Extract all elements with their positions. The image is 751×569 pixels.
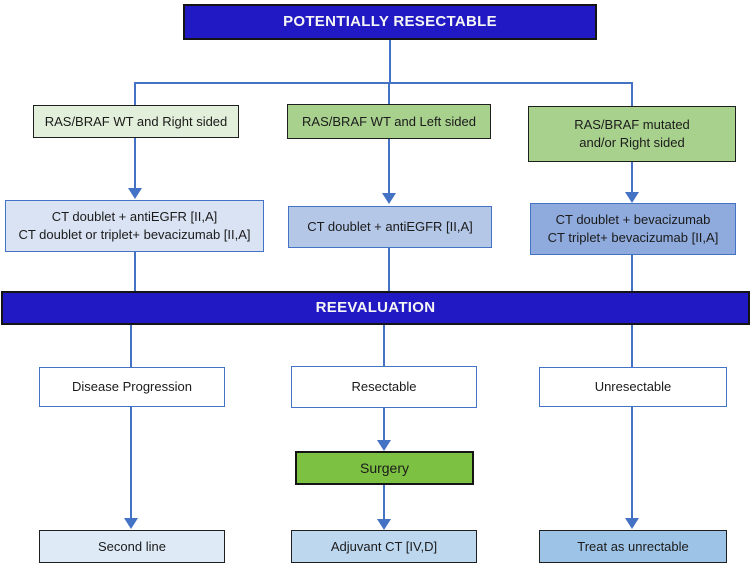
arrow-down-icon	[377, 519, 391, 530]
arrow-down-icon	[625, 518, 639, 529]
treatment-middle-line1: CT doublet + antiEGFR [II,A]	[307, 219, 473, 235]
outcome-box-right: Unresectable	[539, 367, 727, 407]
arrow-down-icon	[124, 518, 138, 529]
condition-box-middle: RAS/BRAF WT and Left sided	[287, 104, 491, 139]
treatment-left-line1: CT doublet + antiEGFR [II,A]	[51, 209, 218, 225]
connector-resectable-to-surgery	[383, 408, 385, 440]
connector-unresectable-to-treat	[631, 407, 633, 518]
arrow-down-icon	[377, 440, 391, 451]
connector-header-drop	[389, 40, 391, 82]
connector-left-drop	[134, 82, 136, 105]
connector-right-to-treatment	[631, 162, 633, 193]
final-middle-label: Adjuvant CT [IV,D]	[330, 538, 438, 554]
treatment-right-line2: CT triplet+ bevacizumab [II,A]	[547, 230, 719, 245]
reevaluation-label: REEVALUATION	[315, 298, 436, 316]
arrow-down-icon	[382, 193, 396, 204]
treatment-box-left: CT doublet + antiEGFR [II,A] CT doublet …	[5, 200, 264, 252]
condition-right-label-line2: and/or Right sided	[579, 135, 685, 150]
condition-box-left: RAS/BRAF WT and Right sided	[33, 105, 239, 138]
connector-left-to-treatment	[134, 138, 136, 189]
condition-box-right: RAS/BRAF mutated and/or Right sided	[528, 106, 736, 162]
arrow-down-icon	[625, 192, 639, 203]
connector-surgery-to-adjuvant	[383, 485, 385, 519]
potentially-resectable-label: POTENTIALLY RESECTABLE	[283, 12, 497, 30]
condition-left-label: RAS/BRAF WT and Right sided	[44, 113, 228, 129]
treatment-right-line1: CT doublet + bevacizumab	[555, 212, 711, 228]
condition-middle-label: RAS/BRAF WT and Left sided	[302, 113, 476, 129]
treatment-box-right: CT doublet + bevacizumab CT triplet+ bev…	[530, 203, 736, 255]
connector-bar-to-middle-outcome	[383, 325, 385, 366]
connector-progression-to-secondline	[130, 407, 132, 518]
connector-branch-horizontal	[134, 82, 633, 84]
connector-right-drop	[631, 82, 633, 106]
treatment-box-middle: CT doublet + antiEGFR [II,A]	[288, 206, 492, 248]
connector-left-to-bar	[134, 252, 136, 291]
connector-bar-to-right-outcome	[631, 325, 633, 367]
final-box-right: Treat as unrectable	[539, 530, 727, 563]
final-left-label: Second line	[98, 538, 166, 554]
potentially-resectable-box: POTENTIALLY RESECTABLE	[183, 4, 597, 40]
surgery-label: Surgery	[359, 459, 410, 476]
final-box-left: Second line	[39, 530, 225, 563]
final-right-label: Treat as unrectable	[577, 538, 689, 554]
outcome-right-label: Unresectable	[594, 379, 672, 395]
arrow-down-icon	[128, 188, 142, 199]
connector-middle-to-treatment	[388, 139, 390, 193]
treatment-left-line2: CT doublet or triplet+ bevacizumab [II,A…	[18, 227, 251, 242]
connector-middle-to-bar	[388, 248, 390, 291]
final-box-middle: Adjuvant CT [IV,D]	[291, 530, 477, 563]
connector-middle-drop	[388, 82, 390, 104]
surgery-box: Surgery	[295, 451, 474, 485]
connector-bar-to-left-outcome	[130, 325, 132, 367]
outcome-middle-label: Resectable	[351, 379, 417, 395]
reevaluation-bar: REEVALUATION	[1, 291, 750, 325]
outcome-box-middle: Resectable	[291, 366, 477, 408]
outcome-box-left: Disease Progression	[39, 367, 225, 407]
condition-right-label-line1: RAS/BRAF mutated	[574, 117, 690, 133]
connector-right-to-bar	[631, 255, 633, 291]
outcome-left-label: Disease Progression	[72, 379, 192, 395]
